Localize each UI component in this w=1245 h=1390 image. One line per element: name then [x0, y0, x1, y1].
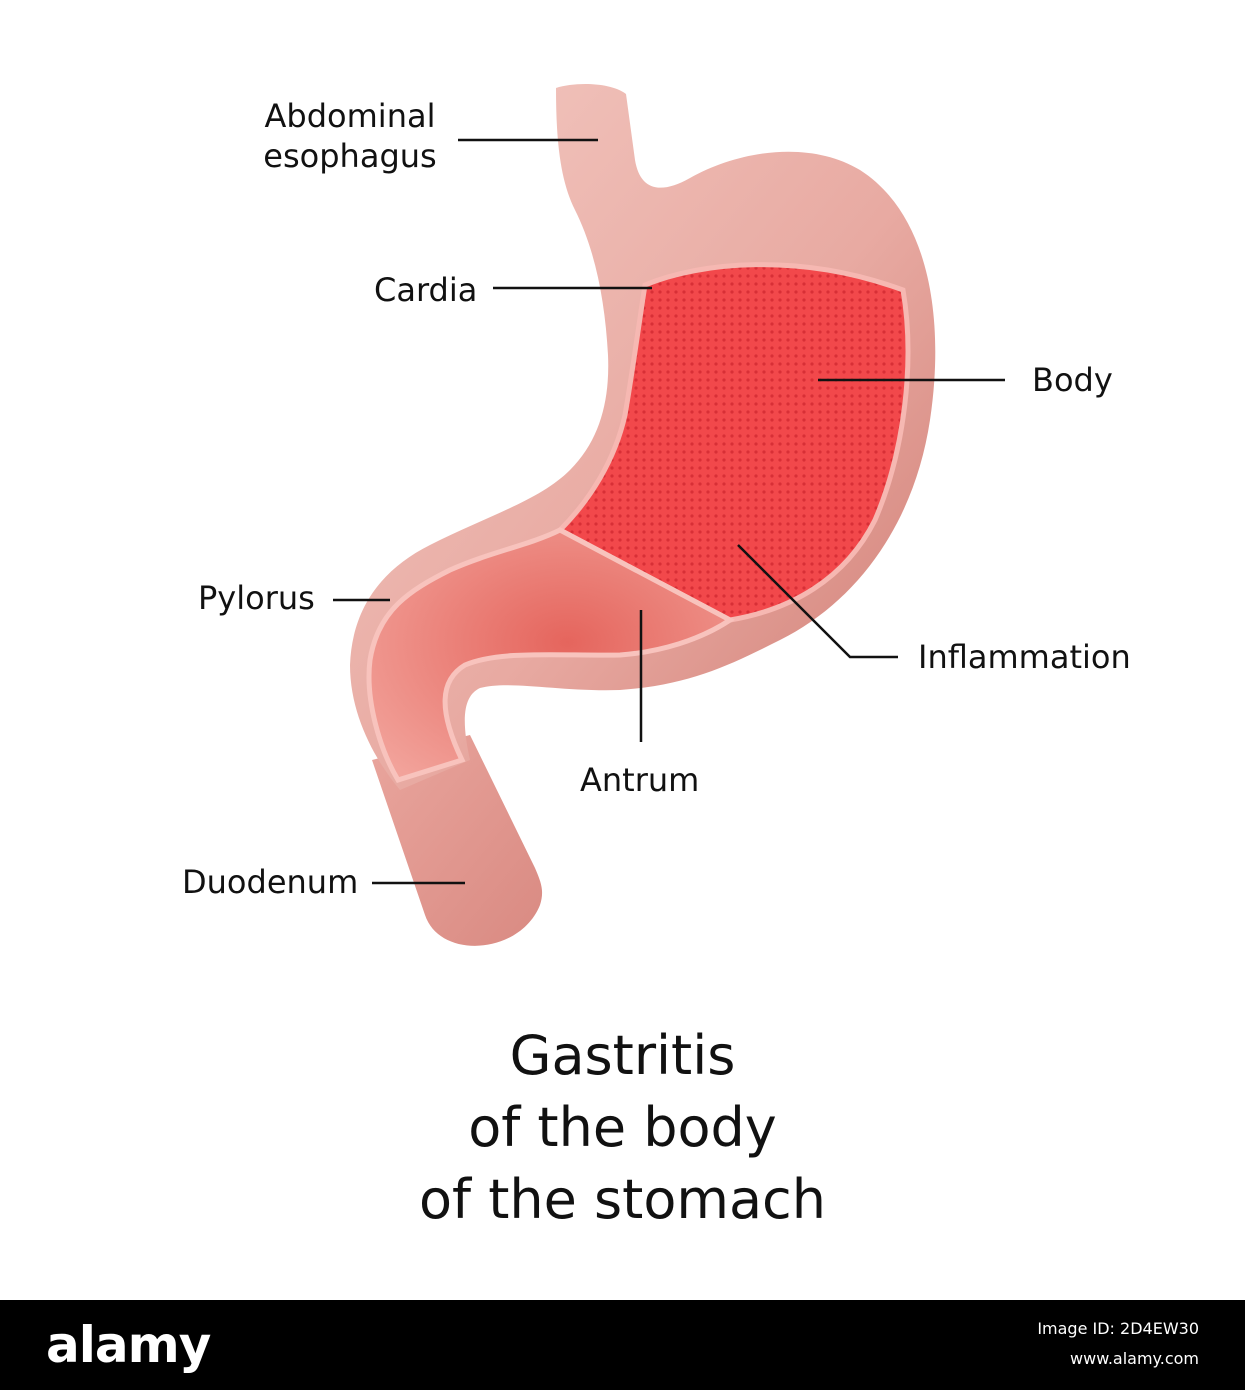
- diagram-title: Gastritis of the body of the stomach: [0, 1020, 1245, 1236]
- antrum-region: [366, 527, 735, 783]
- label-pylorus: Pylorus: [198, 579, 315, 617]
- title-line3: of the stomach: [419, 1168, 826, 1231]
- inflammation-leader: [737, 544, 898, 659]
- label-abdominal-esophagus-line1: Abdominal: [264, 97, 436, 135]
- leader-lines: [333, 138, 1005, 885]
- label-body: Body: [1032, 361, 1113, 399]
- duodenum-shape: [372, 735, 543, 946]
- label-abdominal-esophagus-line2: esophagus: [263, 137, 437, 175]
- title-line2: of the body: [468, 1096, 777, 1159]
- label-abdominal-esophagus: Abdominal esophagus: [258, 96, 442, 176]
- stomach-illustration: [333, 84, 1005, 946]
- label-inflammation: Inflammation: [918, 638, 1131, 676]
- label-duodenum: Duodenum: [182, 863, 359, 901]
- diagram: Abdominal esophagus Cardia Body Pylorus …: [0, 84, 1245, 1236]
- alamy-logo: alamy: [46, 1316, 211, 1374]
- inflamed-body-region: [555, 262, 911, 623]
- watermark-footer: alamy Image ID: 2D4EW30 www.alamy.com: [0, 1300, 1245, 1390]
- label-cardia: Cardia: [374, 271, 478, 309]
- label-antrum: Antrum: [580, 761, 700, 799]
- title-line1: Gastritis: [509, 1024, 736, 1087]
- image-id-block: Image ID: 2D4EW30 www.alamy.com: [1037, 1314, 1199, 1374]
- image-id-text: Image ID: 2D4EW30: [1037, 1319, 1199, 1338]
- site-url-text: www.alamy.com: [1070, 1349, 1199, 1368]
